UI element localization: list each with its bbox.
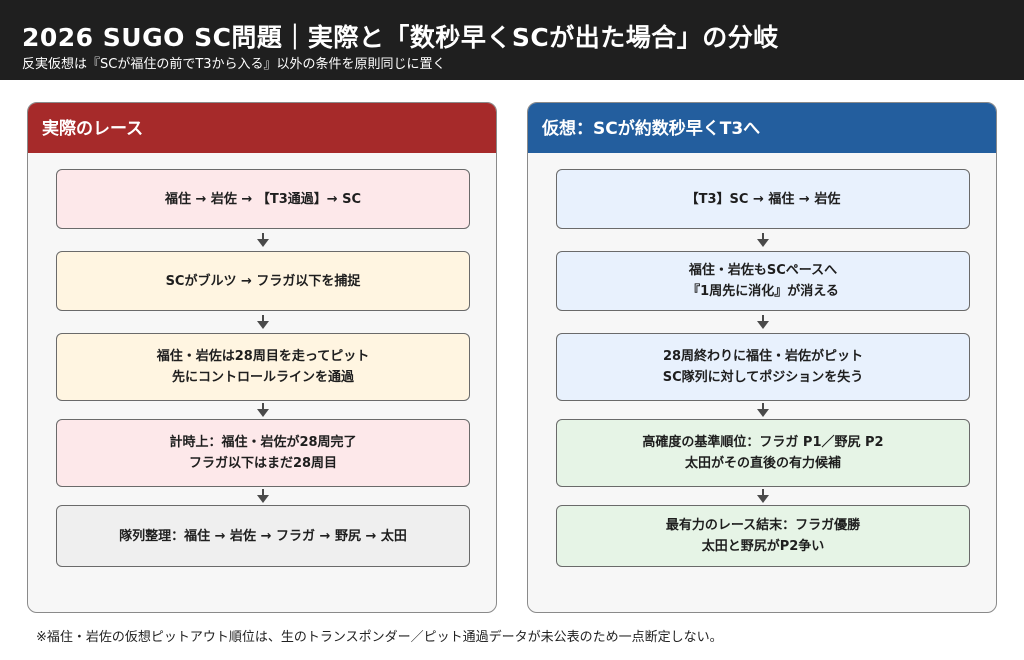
flow-step: 【T3】SC → 福住 → 岩佐 xyxy=(556,169,970,229)
flow-step-text: SCがブルツ → フラガ以下を捕捉 xyxy=(165,273,361,289)
flow-step-text: 高確度の基準順位：フラガ P1／野尻 P2 xyxy=(642,435,884,450)
flow-step: 隊列整理：福住 → 岩佐 → フラガ → 野尻 → 太田 xyxy=(56,505,470,567)
actual-race-panel-title: 実際のレース xyxy=(28,103,496,153)
down-arrow-icon xyxy=(757,315,769,329)
flow-step-text: 計時上：福住・岩佐が28周完了 xyxy=(169,435,357,450)
flow-step-text: 先にコントロールラインを通過 xyxy=(171,370,354,385)
flow-step-text: 太田がその直後の有力候補 xyxy=(684,456,841,471)
down-arrow-icon xyxy=(257,233,269,247)
page-title: 2026 SUGO SC問題｜実際と「数秒早くSCが出た場合」の分岐 xyxy=(22,23,779,52)
flow-step-text: 隊列整理：福住 → 岩佐 → フラガ → 野尻 → 太田 xyxy=(119,528,407,544)
page-subtitle: 反実仮想は『SCが福住の前でT3から入る』以外の条件を原則同じに置く xyxy=(22,57,446,72)
down-arrow-icon xyxy=(757,489,769,503)
flow-step-text: 福住 → 岩佐 → 【T3通過】→ SC xyxy=(164,191,362,207)
flow-step: 最有力のレース結末：フラガ優勝太田と野尻がP2争い xyxy=(556,505,970,567)
flow-step-text: 【T3】SC → 福住 → 岩佐 xyxy=(685,191,841,207)
flow-step-text: 『1周先に消化』が消える xyxy=(687,284,839,299)
flow-step: 福住・岩佐は28周目を走ってピット先にコントロールラインを通過 xyxy=(56,333,470,401)
hypothetical-panel-title: 仮想：SCが約数秒早くT3へ xyxy=(528,103,996,153)
header-bar: 2026 SUGO SC問題｜実際と「数秒早くSCが出た場合」の分岐 反実仮想は… xyxy=(0,0,1024,80)
flow-step-text: 福住・岩佐は28周目を走ってピット xyxy=(156,349,370,364)
flow-step: 28周終わりに福住・岩佐がピット SC隊列に対してポジションを失う xyxy=(556,333,970,401)
flow-step: 福住 → 岩佐 → 【T3通過】→ SC xyxy=(56,169,470,229)
down-arrow-icon xyxy=(257,315,269,329)
flow-step-text: 最有力のレース結末：フラガ優勝 xyxy=(665,518,861,533)
footnote: ※福住・岩佐の仮想ピットアウト順位は、生のトランスポンダー／ピット通過データが未… xyxy=(36,630,723,645)
flow-step: SCがブルツ → フラガ以下を捕捉 xyxy=(56,251,470,311)
hypothetical-panel: 仮想：SCが約数秒早くT3へ 【T3】SC → 福住 → 岩佐福住・岩佐もSCペ… xyxy=(527,102,997,613)
down-arrow-icon xyxy=(757,233,769,247)
actual-race-panel: 実際のレース 福住 → 岩佐 → 【T3通過】→ SC SCがブルツ → フラガ以… xyxy=(27,102,497,613)
flow-step-text: SC隊列に対してポジションを失う xyxy=(662,370,864,385)
flow-step: 計時上：福住・岩佐が28周完了フラガ以下はまだ28周目 xyxy=(56,419,470,487)
flow-step-text: 福住・岩佐もSCペースへ xyxy=(688,263,838,278)
flow-step-text: 太田と野尻がP2争い xyxy=(701,539,825,554)
down-arrow-icon xyxy=(257,489,269,503)
flow-step: 福住・岩佐もSCペースへ『1周先に消化』が消える xyxy=(556,251,970,311)
down-arrow-icon xyxy=(757,403,769,417)
flow-step: 高確度の基準順位：フラガ P1／野尻 P2 太田がその直後の有力候補 xyxy=(556,419,970,487)
flow-step-text: 28周終わりに福住・岩佐がピット xyxy=(662,349,864,364)
down-arrow-icon xyxy=(257,403,269,417)
flow-step-text: フラガ以下はまだ28周目 xyxy=(188,456,338,471)
